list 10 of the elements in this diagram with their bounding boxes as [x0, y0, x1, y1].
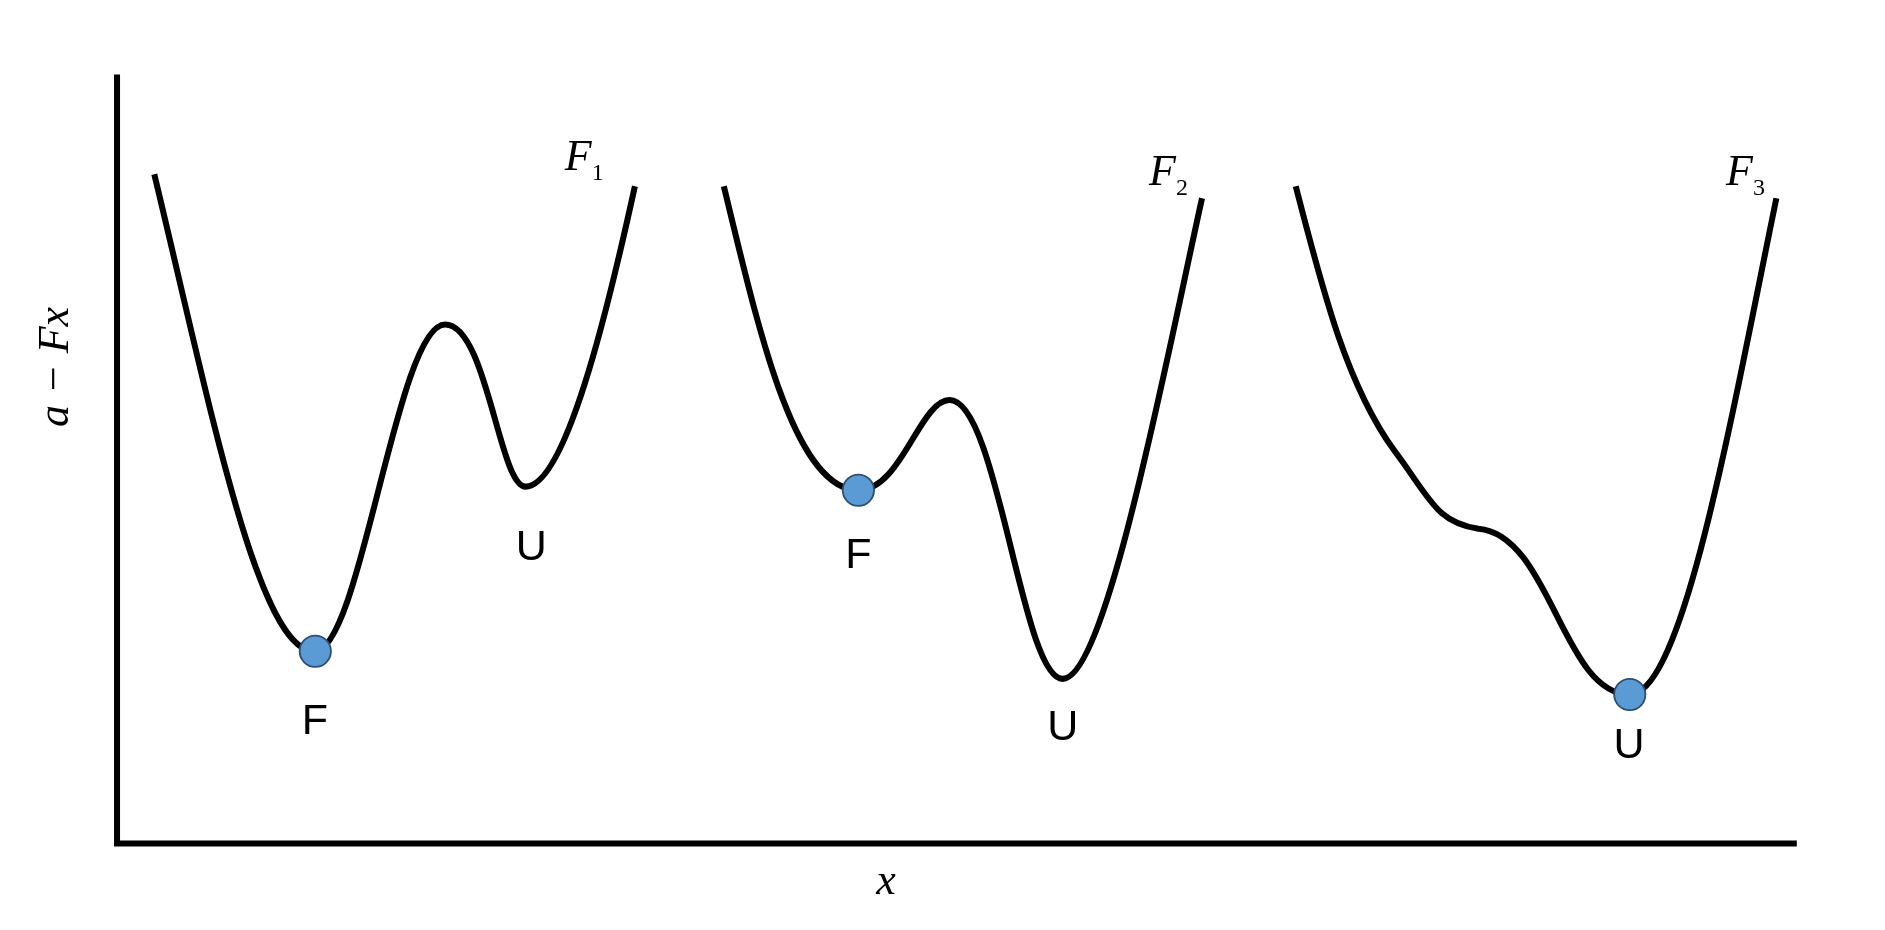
state-label: U	[515, 523, 547, 567]
state-label: F	[301, 697, 329, 741]
curve-label: F$_{1}$	[564, 133, 604, 184]
curve-label: F$_{3}$	[1726, 149, 1765, 200]
axis-title: x	[876, 858, 896, 902]
curve-label: F$_{2}$	[1149, 149, 1188, 200]
state-label: U	[1613, 721, 1645, 765]
state-label: F	[845, 531, 872, 575]
state-label: U	[1047, 703, 1079, 747]
axis-title: a − Fx	[32, 306, 77, 427]
